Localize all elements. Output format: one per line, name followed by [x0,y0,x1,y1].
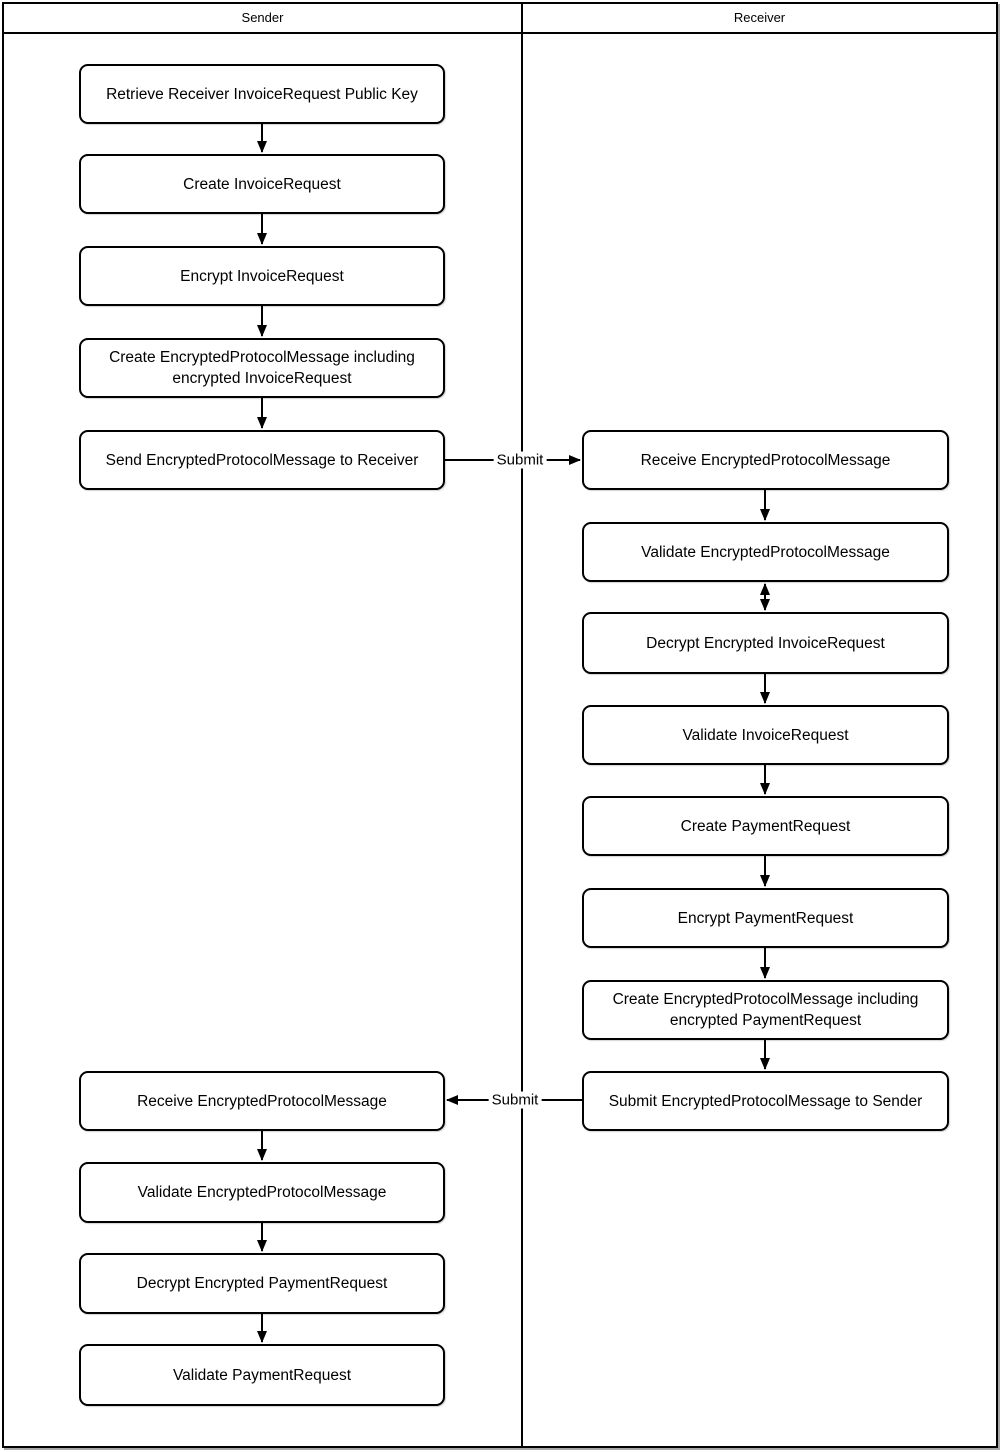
flow-node-create-invoicerequest: Create InvoiceRequest [79,154,445,214]
flow-node-create-epm-paymentrequest: Create EncryptedProtocolMessage includin… [582,980,949,1040]
flow-node-encrypt-invoicerequest: Encrypt InvoiceRequest [79,246,445,306]
flow-node-submit-epm-to-sender: Submit EncryptedProtocolMessage to Sende… [582,1071,949,1131]
lane-title-sender: Sender [241,10,284,25]
flow-node-retrieve-public-key: Retrieve Receiver InvoiceRequest Public … [79,64,445,124]
flow-node-validate-paymentrequest: Validate PaymentRequest [79,1344,445,1406]
flow-node-send-epm-to-receiver: Send EncryptedProtocolMessage to Receive… [79,430,445,490]
flow-node-receiver-receive-epm: Receive EncryptedProtocolMessage [582,430,949,490]
flow-node-create-paymentrequest: Create PaymentRequest [582,796,949,856]
flow-node-sender-validate-epm: Validate EncryptedProtocolMessage [79,1162,445,1223]
cross-lane-arrows [445,455,582,1105]
flow-node-validate-invoicerequest: Validate InvoiceRequest [582,705,949,765]
flow-node-decrypt-invoicerequest: Decrypt Encrypted InvoiceRequest [582,612,949,674]
lane-divider-line [521,4,523,1446]
edge-label-submit-to-sender: Submit [488,1091,542,1109]
flow-arrows-layer [257,124,770,1343]
flow-node-create-epm-invoicerequest: Create EncryptedProtocolMessage includin… [79,338,445,398]
flow-node-encrypt-paymentrequest: Encrypt PaymentRequest [582,888,949,948]
flow-node-decrypt-paymentrequest: Decrypt Encrypted PaymentRequest [79,1253,445,1314]
flow-node-sender-receive-epm: Receive EncryptedProtocolMessage [79,1071,445,1131]
lane-header-divider-line [4,32,996,34]
flow-node-receiver-validate-epm: Validate EncryptedProtocolMessage [582,522,949,582]
edge-label-submit-to-receiver: Submit [493,451,547,469]
lane-title-receiver: Receiver [733,10,786,25]
